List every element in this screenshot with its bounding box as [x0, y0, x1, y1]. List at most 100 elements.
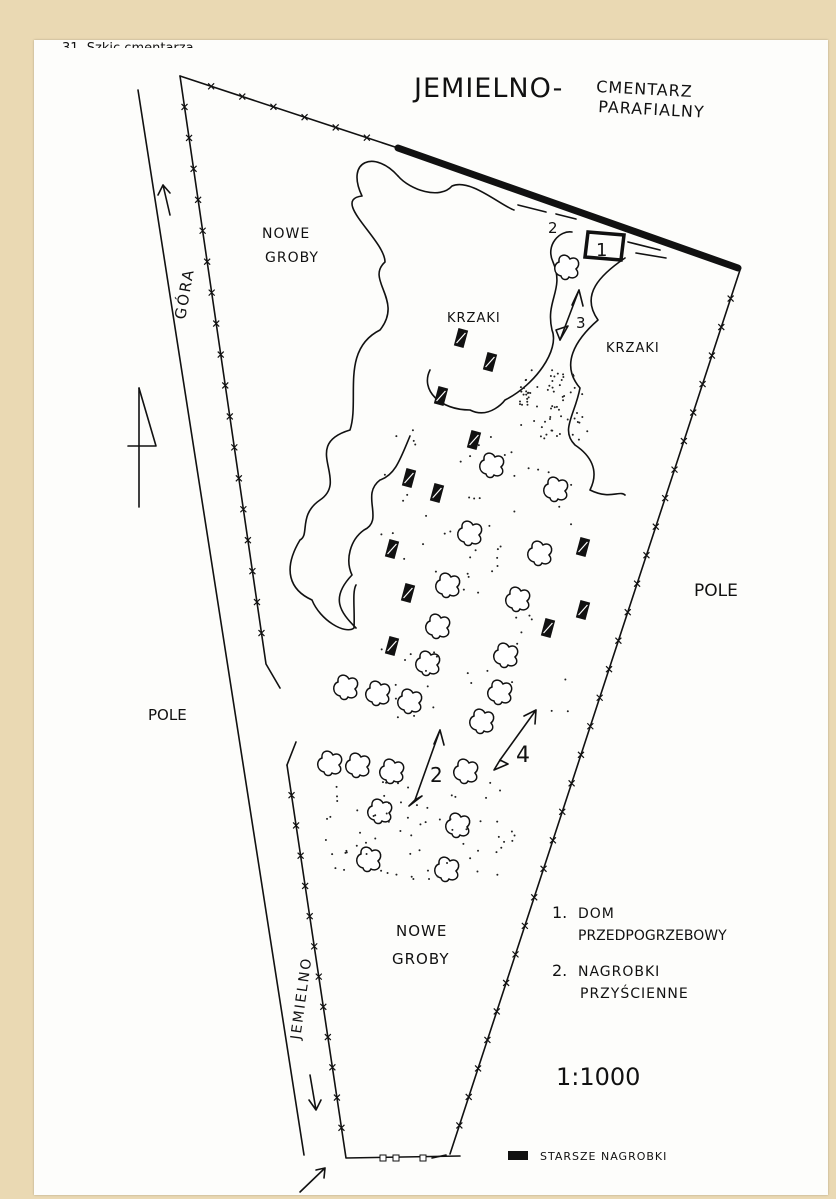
path-dot [520, 631, 523, 634]
fence-mark [708, 352, 716, 359]
path-dot [553, 375, 556, 378]
fence-mark [190, 165, 198, 173]
fence-markers [181, 82, 735, 1132]
path-dot [586, 430, 589, 433]
legend-item-1-number: 1. [552, 903, 567, 922]
path-dot [526, 397, 529, 400]
fence-mark [248, 567, 256, 575]
path-dot [571, 433, 574, 436]
fence-mark [199, 227, 207, 235]
legend-item-2-line-2: PRZYŚCIENNE [580, 984, 689, 1002]
wall-graves-number: 2 [548, 219, 558, 237]
path-dot [488, 524, 491, 527]
path-dot [573, 417, 576, 420]
fence-mark [624, 608, 632, 616]
viewpoint-number-3: 3 [576, 314, 586, 332]
path-dot [396, 716, 399, 719]
path-dot [394, 697, 397, 700]
path-dot [412, 439, 415, 442]
path-dot [577, 438, 580, 441]
fence-mark [568, 779, 576, 787]
path-dot [524, 379, 527, 382]
path-dot [467, 575, 470, 578]
path-dot [489, 781, 492, 784]
path-dot [422, 543, 425, 546]
bush-outline-inner-left [338, 435, 411, 629]
bushes-label-right: KRZAKI [606, 341, 660, 356]
path-dot [551, 386, 554, 389]
tree-icon [367, 798, 393, 825]
path-dot [503, 840, 506, 843]
tree-icon [425, 613, 451, 640]
viewpoint-number-2: 2 [430, 763, 443, 787]
fence-mark [328, 1063, 336, 1071]
legend-item-2-number: 2. [552, 961, 567, 980]
path-dot [374, 837, 377, 840]
path-dot [388, 802, 391, 805]
fence-mark [244, 536, 252, 544]
path-dot [364, 841, 367, 844]
path-dot [343, 868, 346, 871]
fence-mark [319, 1003, 327, 1011]
path-dot [581, 416, 584, 419]
tree-icon [493, 642, 519, 669]
path-dot [570, 523, 573, 526]
path-dot [425, 514, 428, 517]
path-dot [544, 420, 547, 423]
path-dot [520, 424, 523, 427]
path-dot [419, 823, 422, 826]
legend-item-1-line-2: PRZEDPOGRZEBOWY [578, 928, 727, 944]
building-icon: 1 [583, 230, 626, 262]
path-dot [527, 467, 530, 470]
path-dot [557, 408, 560, 411]
path-dot [383, 473, 386, 476]
path-dot [511, 681, 514, 684]
path-dot [497, 835, 500, 838]
fence-mark [338, 1124, 345, 1132]
fence-mark [253, 598, 261, 606]
path-dot [449, 818, 452, 821]
path-dot [446, 861, 449, 864]
path-dot [345, 849, 348, 852]
path-dot [576, 421, 579, 424]
viewpoint-arrow-icon [493, 709, 537, 771]
path-dot [496, 548, 499, 551]
old-tombstone-icon [508, 1151, 528, 1160]
field-label-east: POLE [694, 581, 738, 601]
fence-mark [181, 103, 188, 111]
gate-post [379, 1154, 387, 1162]
path-dot [451, 828, 454, 831]
path-dot [528, 614, 531, 617]
fence-mark [652, 523, 660, 531]
path-dot [537, 468, 540, 471]
fence-mark [324, 1033, 332, 1041]
bush-outline-left [289, 160, 399, 631]
tree-icon [445, 812, 471, 839]
path-dot [426, 806, 429, 809]
fence-mark [596, 694, 604, 702]
path-dot [530, 618, 533, 621]
path-dot [551, 379, 554, 382]
path-dot [527, 396, 530, 399]
path-dot [477, 591, 480, 594]
fence-mark [258, 629, 265, 637]
path-dot [519, 386, 522, 389]
path-dot [410, 875, 413, 878]
path-dot [526, 391, 529, 394]
path-dot [411, 429, 414, 432]
fence-mark [661, 494, 669, 502]
path-dot [329, 815, 332, 818]
fence-mark [586, 722, 594, 730]
path-dot [519, 403, 522, 406]
path-dot [546, 388, 549, 391]
path-dot [562, 399, 565, 402]
bushes-label-left: KRZAKI [447, 311, 501, 326]
path-dot [397, 782, 400, 785]
path-dot [477, 444, 480, 447]
path-dot [462, 842, 465, 845]
paths-dotted [324, 369, 589, 881]
path-dot [359, 831, 362, 834]
path-dot [547, 471, 550, 474]
fence-mark [332, 124, 340, 131]
fence-mark [315, 973, 323, 981]
